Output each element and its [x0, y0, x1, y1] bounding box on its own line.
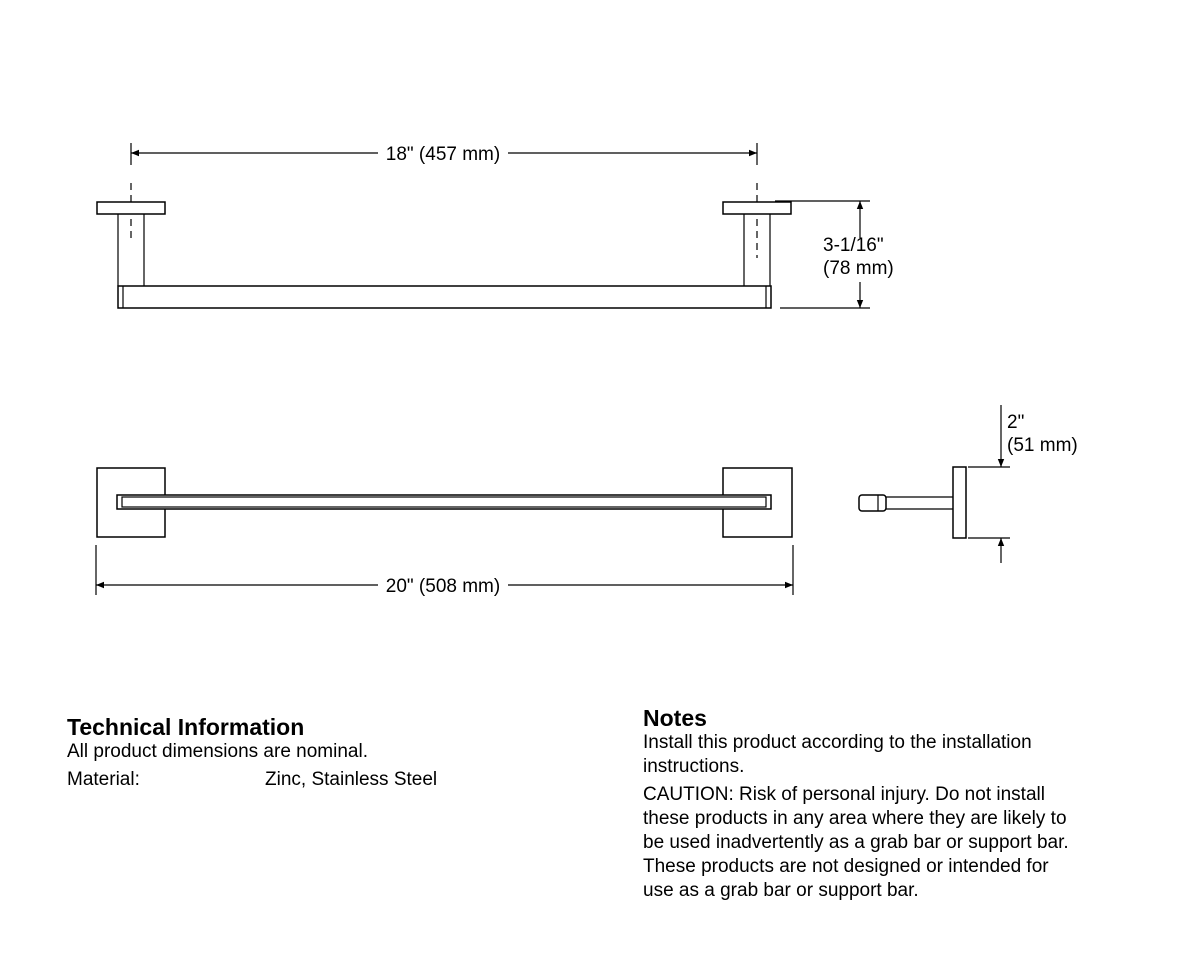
dimension-label-depth-line1: 2"	[1007, 412, 1024, 433]
technical-information-heading: Technical Information	[67, 714, 305, 740]
dimension-length-20in: 20" (508 mm)	[95, 545, 794, 597]
notes-paragraph-installation: Install this product according to the in…	[643, 732, 1032, 777]
side-view	[858, 405, 1010, 563]
material-value: Zinc, Stainless Steel	[265, 769, 438, 790]
notes-heading: Notes	[643, 705, 707, 731]
towel-bar-dimension-drawing: 18" (457 mm) 3-1/16" (78 mm) 20" (508 mm…	[95, 143, 1078, 597]
plan-view	[96, 467, 793, 538]
technical-information-section: Technical Information All product dimens…	[67, 714, 587, 792]
material-label: Material:	[67, 769, 140, 790]
dimension-label-18in: 18" (457 mm)	[386, 144, 500, 165]
dimension-label-height-line2: (78 mm)	[823, 258, 894, 279]
notes-section: Notes Install this product according to …	[643, 705, 1073, 903]
dimension-length-18in: 18" (457 mm)	[131, 144, 757, 165]
dimension-label-depth-line2: (51 mm)	[1007, 435, 1078, 456]
dimension-label-20in: 20" (508 mm)	[386, 576, 500, 597]
front-elevation-view	[96, 143, 870, 309]
notes-paragraph-caution: CAUTION: Risk of personal injury. Do not…	[643, 784, 1069, 901]
material-row: Material: Zinc, Stainless Steel	[67, 768, 587, 792]
technical-information-intro: All product dimensions are nominal.	[67, 741, 368, 762]
dimension-label-height-line1: 3-1/16"	[823, 235, 884, 256]
